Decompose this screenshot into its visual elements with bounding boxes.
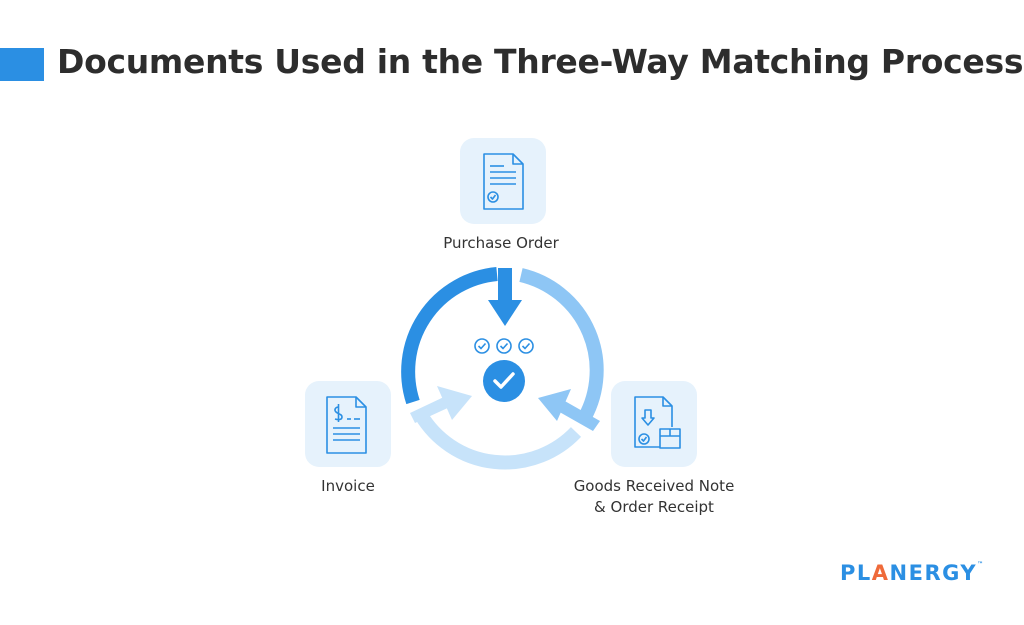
arrow-down bbox=[488, 268, 522, 326]
purchase-order-label: Purchase Order bbox=[443, 234, 559, 252]
goods-received-label: Goods Received Note & Order Receipt bbox=[554, 476, 754, 518]
invoice-label: Invoice bbox=[321, 477, 375, 495]
cycle-arc-left bbox=[401, 267, 498, 405]
planergy-logo: PLANERGY™ bbox=[840, 561, 983, 585]
invoice-dollar-icon bbox=[326, 396, 367, 454]
logo-trademark: ™ bbox=[977, 561, 984, 568]
logo-text-part1: PL bbox=[840, 561, 872, 585]
purchase-order-icon-box bbox=[460, 138, 546, 224]
cycle-arc-right bbox=[519, 268, 604, 426]
document-check-icon bbox=[483, 153, 524, 210]
logo-text-a: A bbox=[871, 561, 890, 585]
arrow-from-invoice bbox=[410, 386, 472, 423]
check-circle-icon bbox=[483, 360, 525, 402]
package-receipt-icon bbox=[634, 396, 681, 449]
arrow-from-goods bbox=[538, 389, 600, 431]
goods-received-label-line1: Goods Received Note bbox=[573, 477, 735, 495]
goods-received-label-line2: & Order Receipt bbox=[594, 498, 714, 516]
title-accent-bar bbox=[0, 48, 44, 81]
cycle-arc-bottom bbox=[415, 411, 582, 470]
goods-received-icon-box bbox=[611, 381, 697, 467]
invoice-icon-box bbox=[305, 381, 391, 467]
check-circles-icon bbox=[474, 338, 534, 354]
logo-text-part2: NERGY bbox=[889, 561, 978, 585]
page-title: Documents Used in the Three-Way Matching… bbox=[57, 42, 1024, 81]
